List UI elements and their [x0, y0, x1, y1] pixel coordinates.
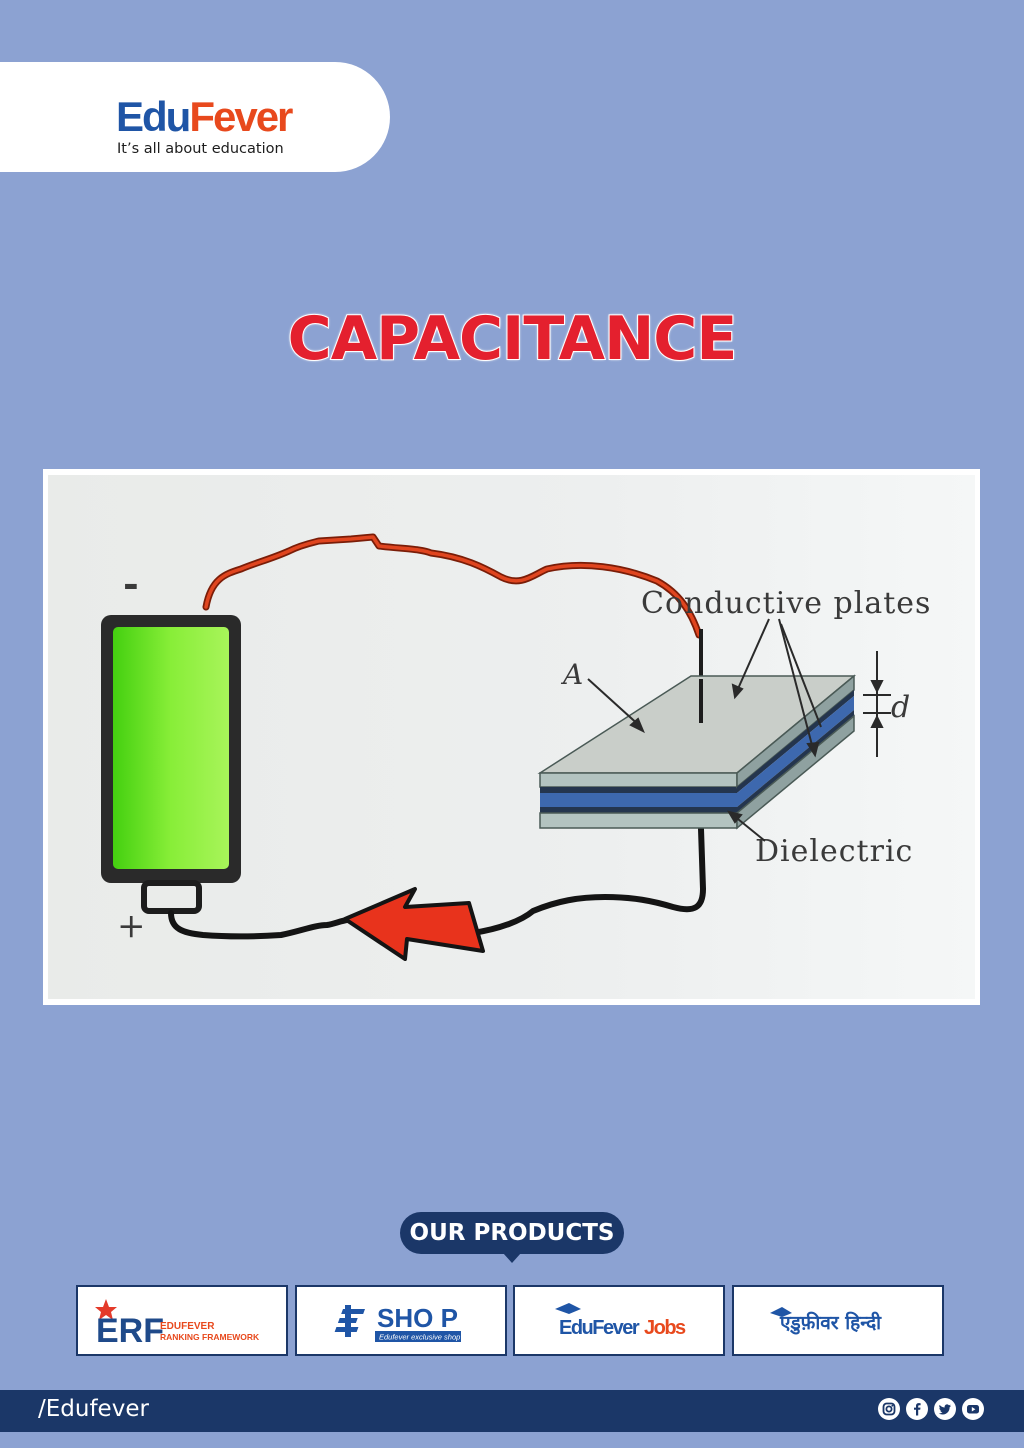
product-erf[interactable]: ERF EDUFEVER RANKING FRAMEWORK [76, 1285, 288, 1356]
instagram-icon[interactable] [878, 1398, 900, 1420]
capacitor-plates [537, 674, 857, 830]
erf-star-icon [95, 1299, 117, 1320]
twitter-icon[interactable] [934, 1398, 956, 1420]
battery-charge [113, 627, 229, 869]
hindi-cap-icon [770, 1307, 792, 1317]
footer-bar [0, 1390, 1024, 1432]
product-jobs[interactable]: EduFever Jobs [513, 1285, 725, 1356]
front-top-plate [539, 772, 738, 788]
erf-logo: ERF EDUFEVER RANKING FRAMEWORK [95, 1299, 260, 1350]
youtube-icon[interactable] [962, 1398, 984, 1420]
product-hindi[interactable]: एडुफ़ीवर हिन्दी [732, 1285, 944, 1356]
label-distance: d [891, 690, 910, 725]
capacitor-circuit-illustration: - + Conductive plates A d Dielectric [48, 475, 975, 999]
jobs-logo-text-1: EduFever [559, 1317, 640, 1339]
logo-fever: Fever [189, 93, 293, 140]
front-bottom-plate [539, 812, 738, 829]
hindi-logo: एडुफ़ीवर हिन्दी [770, 1307, 882, 1335]
logo-edu: Edu [116, 93, 191, 140]
label-area: A [560, 658, 583, 691]
shop-subtitle: Edufever exclusive shop [379, 1333, 460, 1342]
side-dielectric-edge-top [737, 690, 854, 793]
shop-logo: SHO P Edufever exclusive shop [334, 1303, 461, 1342]
logo-tagline: It’s all about education [117, 141, 284, 157]
minus-sign: - [123, 561, 139, 606]
erf-line1: EDUFEVER [160, 1321, 215, 1332]
front-dielectric-edge-top [540, 787, 737, 793]
erf-line2: RANKING FRAMEWORK [160, 1332, 260, 1342]
facebook-icon[interactable] [906, 1398, 928, 1420]
capacitor-diagram: - + Conductive plates A d Dielectric [43, 469, 980, 1005]
graduation-cap-icon [555, 1303, 581, 1314]
label-conductive-plates: Conductive plates [641, 586, 931, 621]
logo-tab [0, 62, 390, 172]
product-shop[interactable]: SHO P Edufever exclusive shop [295, 1285, 507, 1356]
edufever-logo[interactable]: EduFever [116, 93, 293, 140]
products-pointer [503, 1253, 521, 1263]
front-dielectric-edge-bottom [540, 807, 737, 813]
page-title: CAPACITANCE [287, 303, 739, 375]
side-dielectric-edge-bottom [737, 710, 854, 813]
label-pointers [587, 618, 891, 842]
shop-logo-text: SHO P [377, 1303, 458, 1333]
erf-logo-text: ERF [96, 1312, 164, 1350]
current-direction-arrow [343, 887, 485, 961]
our-products-heading: OUR PRODUCTS [400, 1212, 624, 1254]
jobs-logo-text-2: Jobs [644, 1317, 686, 1339]
jobs-logo: EduFever Jobs [555, 1303, 688, 1339]
plus-sign: + [117, 906, 146, 946]
front-dielectric [540, 793, 737, 807]
footer-handle[interactable]: /Edufever [38, 1396, 149, 1422]
side-dielectric [737, 696, 854, 807]
hindi-logo-text: एडुफ़ीवर हिन्दी [779, 1311, 882, 1335]
label-dielectric: Dielectric [755, 834, 913, 869]
wire-negative-highlight [204, 535, 701, 637]
